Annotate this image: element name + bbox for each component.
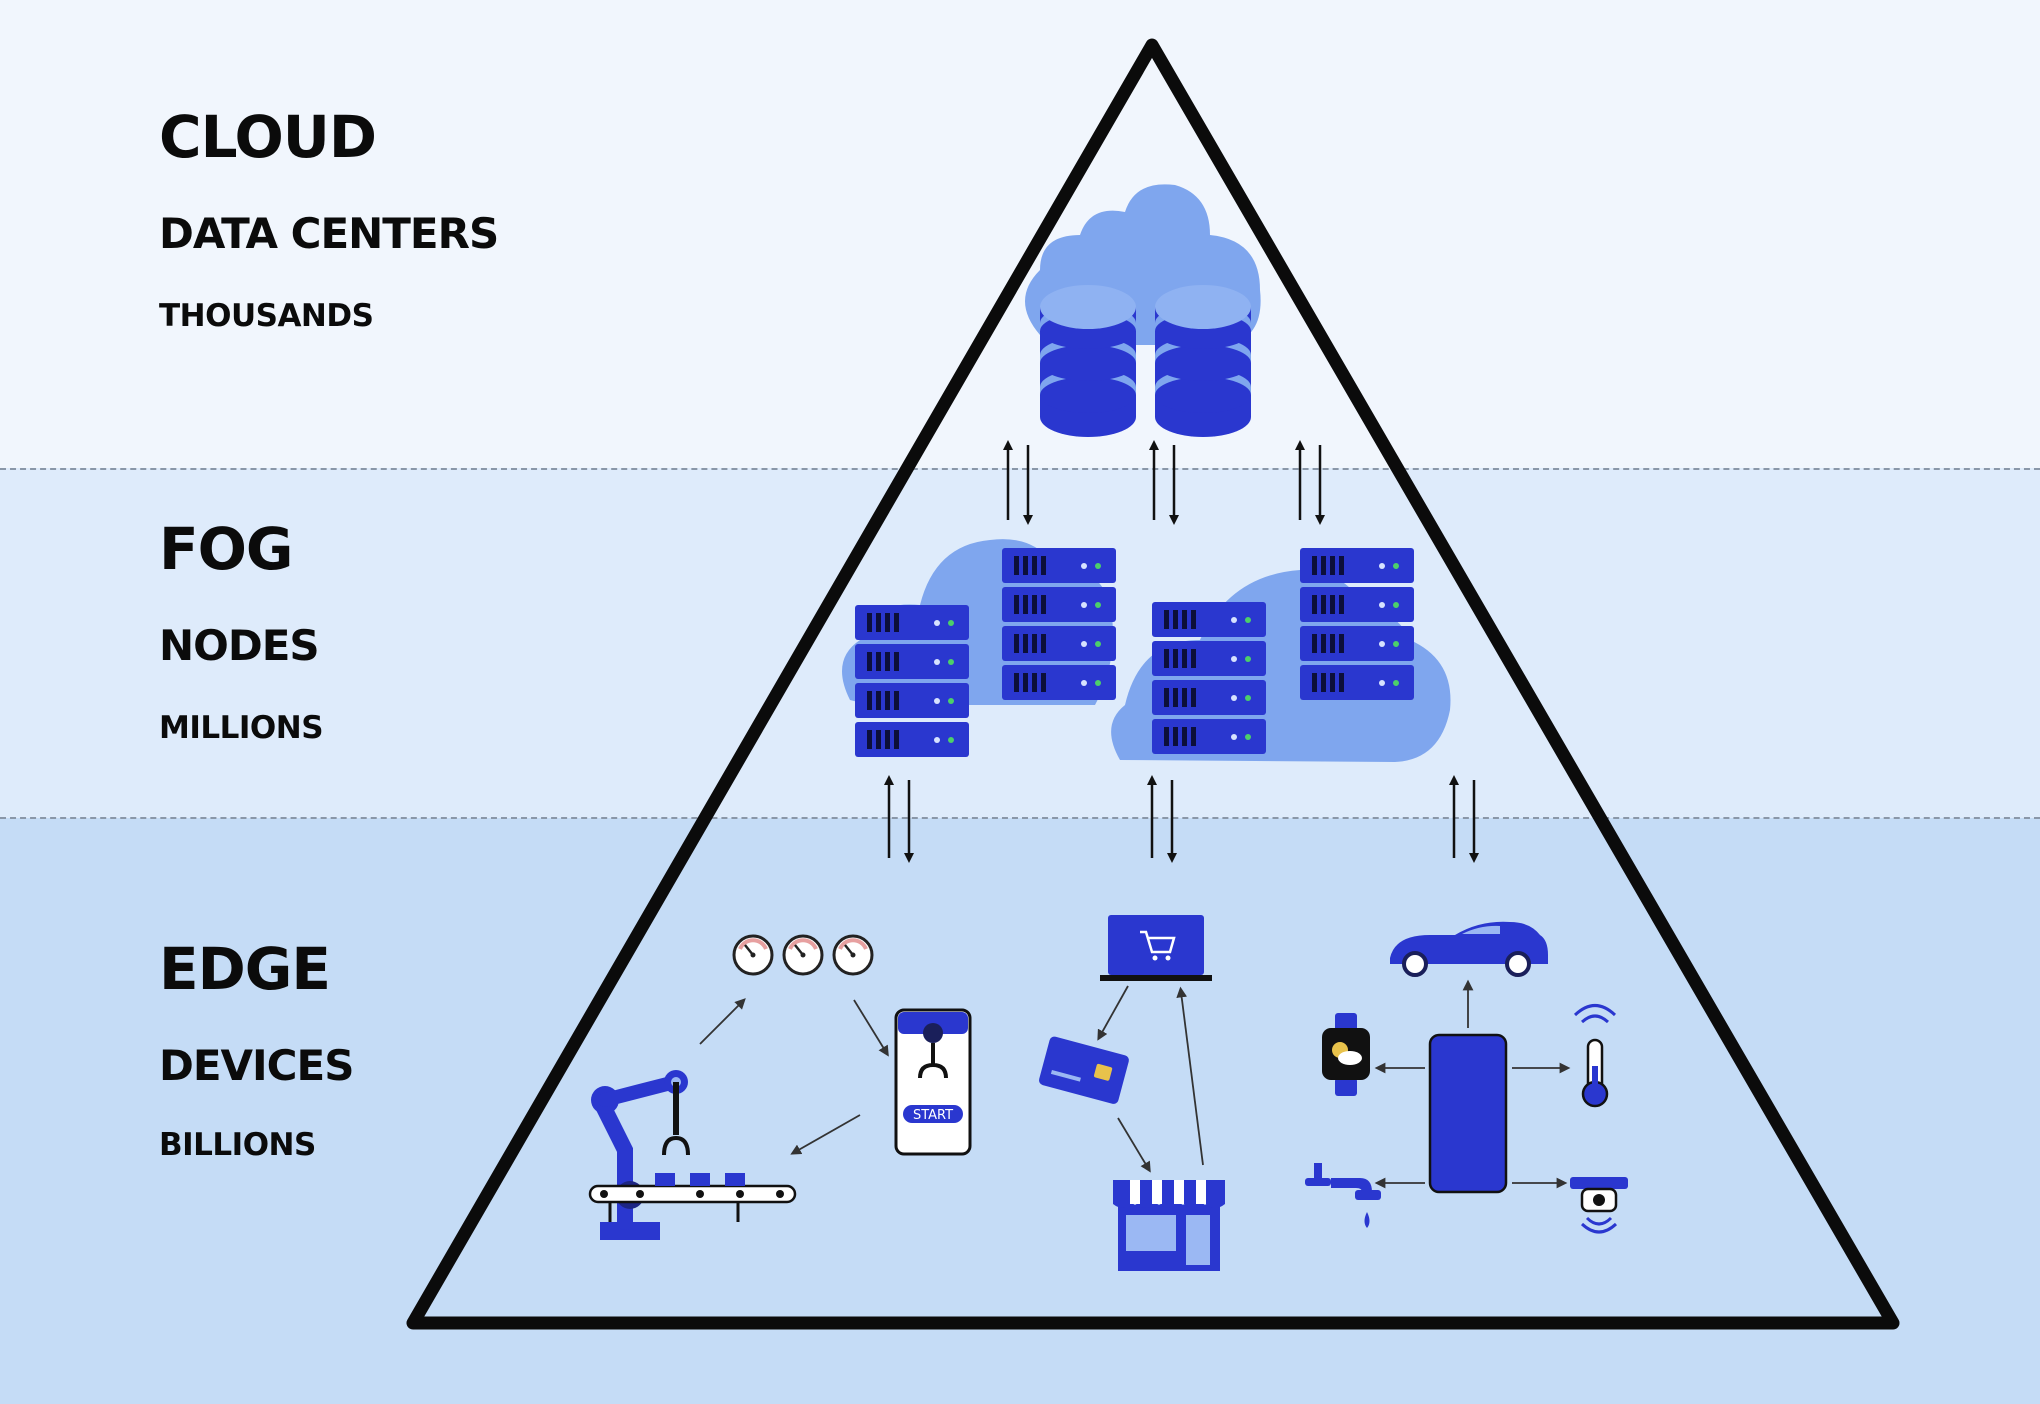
tier-name: EDGE — [159, 935, 331, 1003]
tier-unit: NODES — [159, 621, 320, 670]
tier-unit: DATA CENTERS — [159, 209, 499, 258]
smartphone-icon — [1428, 1033, 1508, 1194]
start-label: START — [913, 1108, 953, 1123]
security-camera-icon — [1570, 1177, 1628, 1234]
bidirectional-arrow-icon — [884, 775, 914, 863]
bidirectional-arrow-icon — [1295, 440, 1325, 525]
bidirectional-arrow-icon — [1449, 775, 1479, 863]
flow-arrow — [1097, 985, 1204, 1173]
tier-unit: DEVICES — [159, 1041, 354, 1090]
edge-tier-labels: EDGE DEVICES BILLIONS — [159, 935, 354, 1161]
bidirectional-arrow-icon — [1147, 775, 1177, 863]
tier-count: BILLIONS — [159, 1127, 316, 1163]
tier-count: MILLIONS — [159, 710, 324, 746]
robot-arm-icon — [591, 1070, 690, 1240]
laptop-cart-icon — [1100, 915, 1212, 981]
bidirectional-arrow-icon — [1003, 440, 1033, 525]
flow-arrow — [1374, 979, 1571, 1189]
smartwatch-icon — [1322, 1013, 1370, 1096]
tier-name: CLOUD — [159, 103, 377, 171]
flow-arrow — [699, 998, 889, 1155]
fog-tier-labels: FOG NODES MILLIONS — [159, 515, 324, 744]
edge-band — [0, 818, 2040, 1404]
conveyor-icon — [588, 1173, 797, 1222]
fog-edge-divider — [0, 817, 2040, 819]
thermometer-icon — [1573, 1004, 1617, 1108]
database-icon — [1155, 285, 1251, 437]
credit-card-icon — [1039, 1036, 1129, 1104]
start-button[interactable] — [903, 1105, 963, 1123]
bidirectional-arrow-icon — [1149, 440, 1179, 525]
store-icon — [1113, 1180, 1225, 1271]
cloud-fog-divider — [0, 468, 2040, 470]
pyramid-outline — [406, 38, 1900, 1330]
water-tap-icon — [1305, 1163, 1381, 1228]
cloud-band — [0, 0, 2040, 468]
car-icon — [1390, 921, 1548, 977]
gauge-icon — [782, 934, 824, 976]
tier-count: THOUSANDS — [159, 298, 374, 334]
gauge-icon — [732, 934, 774, 976]
smartphone-icon: START — [894, 1008, 972, 1156]
cloud-tier-labels: CLOUD DATA CENTERS THOUSANDS — [159, 103, 499, 332]
database-icon — [1040, 285, 1136, 437]
tier-name: FOG — [159, 515, 294, 583]
gauge-icon — [832, 934, 874, 976]
